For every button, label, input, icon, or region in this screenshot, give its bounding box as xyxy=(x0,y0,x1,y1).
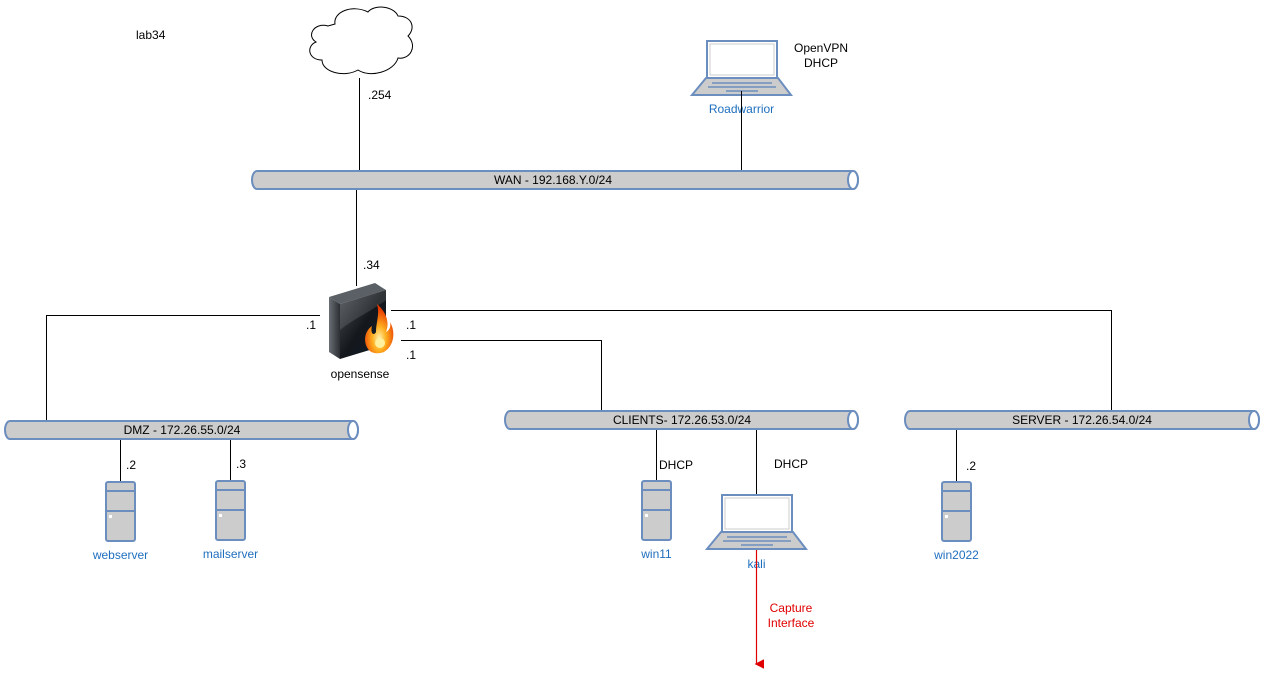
firewall-server-link xyxy=(391,310,1112,411)
laptop-icon xyxy=(689,40,794,96)
server-icon xyxy=(105,481,136,542)
webserver-host[interactable]: webserver xyxy=(92,481,148,562)
capture-label-line2: Interface xyxy=(768,616,815,630)
firewall-server-ip: .1 xyxy=(406,318,416,332)
mailserver-host[interactable]: mailserver xyxy=(203,480,258,561)
firewall-dmz-ip: .1 xyxy=(306,318,316,332)
firewall-label: opensense xyxy=(331,367,390,381)
firewall-device[interactable]: opensense xyxy=(329,283,394,381)
dmz-network-pipe[interactable]: DMZ - 172.26.55.0/24 xyxy=(4,420,359,440)
webserver-ip: .2 xyxy=(126,458,136,472)
capture-label-line1: Capture xyxy=(770,601,813,615)
kali-host[interactable]: kali xyxy=(704,494,809,571)
cloud-icon[interactable] xyxy=(309,6,413,75)
win11-ip: DHCP xyxy=(659,458,693,472)
wan-network-pipe[interactable]: WAN - 192.168.Y.0/24 xyxy=(251,170,859,190)
win11-label: win11 xyxy=(640,547,672,561)
webserver-label: webserver xyxy=(92,548,148,562)
firewall-wan-ip: .34 xyxy=(363,258,380,272)
win11-host[interactable]: win11 xyxy=(640,480,672,561)
server-icon xyxy=(215,480,246,541)
diagram-title: lab34 xyxy=(136,28,166,42)
server-icon xyxy=(641,480,672,541)
firewall-clients-link xyxy=(401,340,602,411)
win2022-ip: .2 xyxy=(966,459,976,473)
server-icon xyxy=(941,481,972,542)
roadwarrior-note-openvpn: OpenVPN xyxy=(794,41,848,55)
win2022-label: win2022 xyxy=(933,548,979,562)
dmz-network-label: DMZ - 172.26.55.0/24 xyxy=(124,423,241,437)
clients-network-pipe[interactable]: CLIENTS- 172.26.53.0/24 xyxy=(504,410,859,430)
server-network-pipe[interactable]: SERVER - 172.26.54.0/24 xyxy=(904,410,1260,430)
wan-network-label: WAN - 192.168.Y.0/24 xyxy=(494,173,612,187)
firewall-clients-ip: .1 xyxy=(406,348,416,362)
roadwarrior-note-dhcp: DHCP xyxy=(804,56,838,70)
mailserver-ip: .3 xyxy=(236,457,246,471)
mailserver-label: mailserver xyxy=(203,547,258,561)
laptop-icon xyxy=(704,494,809,550)
server-network-label: SERVER - 172.26.54.0/24 xyxy=(1012,413,1152,427)
win2022-host[interactable]: win2022 xyxy=(933,481,979,562)
internet-ip-label: .254 xyxy=(368,88,392,102)
clients-network-label: CLIENTS- 172.26.53.0/24 xyxy=(613,413,751,427)
kali-ip: DHCP xyxy=(774,457,808,471)
firewall-icon xyxy=(329,283,394,359)
firewall-dmz-link xyxy=(46,315,320,421)
